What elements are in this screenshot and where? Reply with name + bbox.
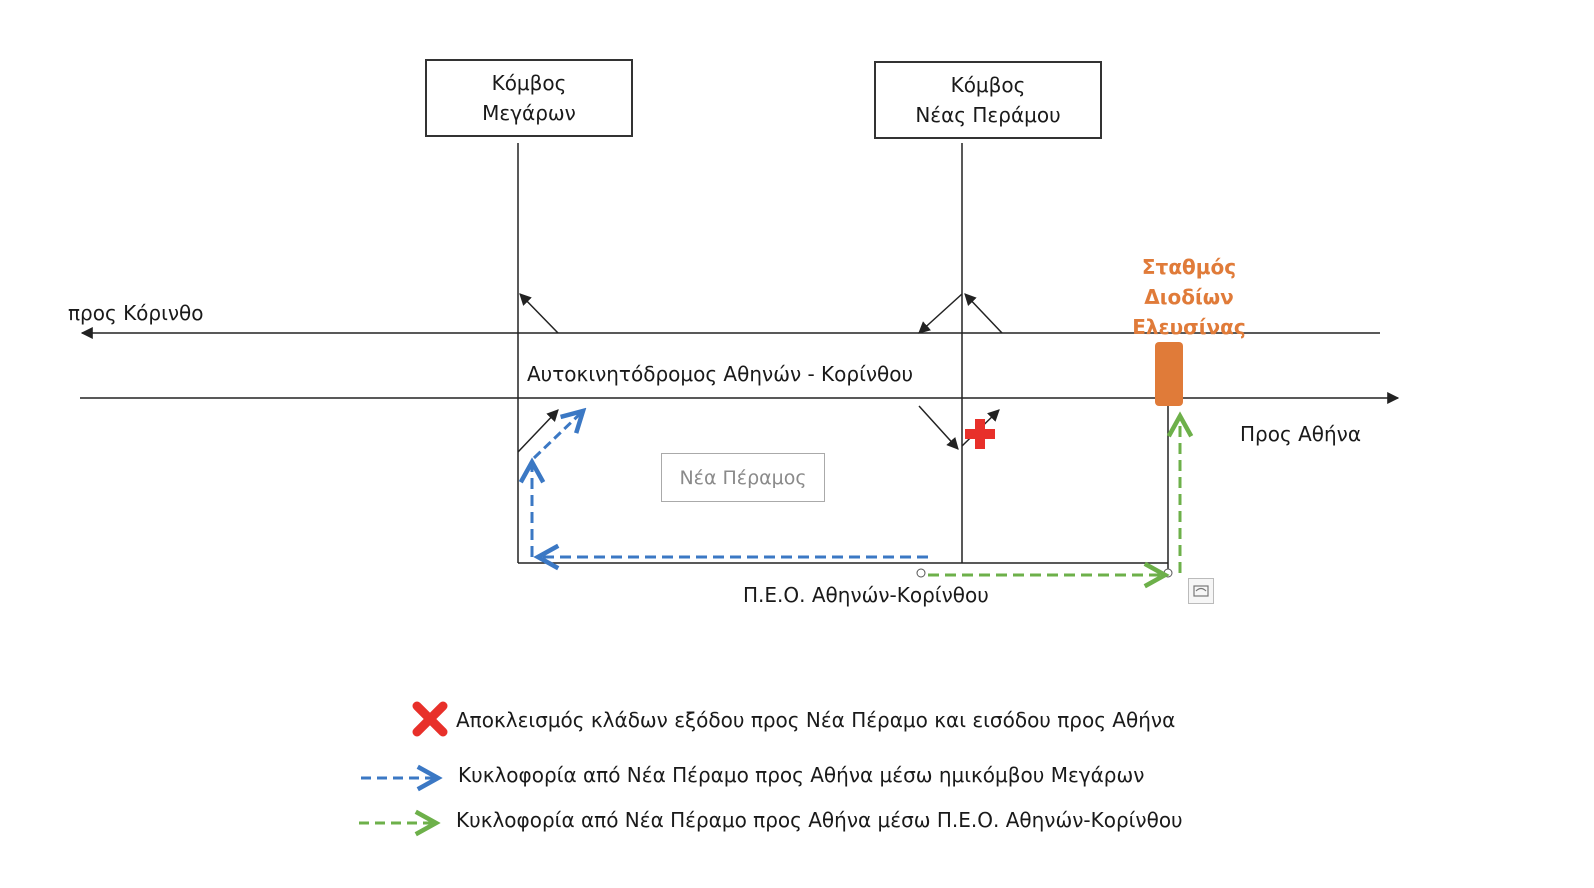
ramp-arrow xyxy=(918,293,963,334)
old-national-road-label: Π.Ε.Ο. Αθηνών-Κορίνθου xyxy=(743,583,989,607)
town-label-box: Νέα Πέραμος xyxy=(661,453,825,502)
to-athens-label: Προς Αθήνα xyxy=(1240,422,1362,446)
megara-node-label: Μεγάρων xyxy=(482,101,576,125)
toll-station-line: Διοδίων xyxy=(1144,285,1234,309)
toll-station-line: Ελευσίνας xyxy=(1132,315,1246,339)
town-label: Νέα Πέραμος xyxy=(679,466,807,489)
legend-blue-row: Κυκλοφορία από Νέα Πέραμο προς Αθήνα μέσ… xyxy=(458,763,1144,787)
legend-closure-row: Αποκλεισμός κλάδων εξόδου προς Νέα Πέραμ… xyxy=(456,708,1175,732)
megara-node-box: Κόμβος Μεγάρων xyxy=(425,59,633,137)
to-korinthos-label: προς Κόρινθο xyxy=(68,301,204,325)
ramp-arrow xyxy=(964,293,1003,334)
toll-station-label: Σταθμός Διοδίων Ελευσίνας xyxy=(1114,252,1264,342)
ramp-arrow xyxy=(519,293,559,334)
legend-closure-icon xyxy=(412,701,448,737)
megara-node-label: Κόμβος xyxy=(491,71,567,95)
blue-route-path xyxy=(532,411,583,460)
legend-green-row: Κυκλοφορία από Νέα Πέραμο προς Αθήνα μέσ… xyxy=(456,808,1183,832)
layout-options-icon[interactable] xyxy=(1188,578,1214,604)
legend-blue-text: Κυκλοφορία από Νέα Πέραμο προς Αθήνα μέσ… xyxy=(458,763,1145,787)
nea-peramos-node-box: Κόμβος Νέας Περάμου xyxy=(874,61,1102,139)
toll-booth xyxy=(1155,342,1183,406)
nea-peramos-node-label: Κόμβος xyxy=(950,73,1026,97)
legend-green-text: Κυκλοφορία από Νέα Πέραμο προς Αθήνα μέσ… xyxy=(456,808,1183,832)
ramp-arrow xyxy=(918,405,959,450)
ramp-arrow xyxy=(517,409,559,453)
junction-point xyxy=(1163,568,1173,578)
closure-cross-marker xyxy=(965,419,995,449)
toll-station-line: Σταθμός xyxy=(1141,255,1237,279)
nea-peramos-node-label: Νέας Περάμου xyxy=(915,103,1061,127)
motorway-label: Αυτοκινητόδρομος Αθηνών - Κορίνθου xyxy=(527,362,914,386)
junction-point xyxy=(916,568,926,578)
legend-closure-text: Αποκλεισμός κλάδων εξόδου προς Νέα Πέραμ… xyxy=(456,708,1176,732)
